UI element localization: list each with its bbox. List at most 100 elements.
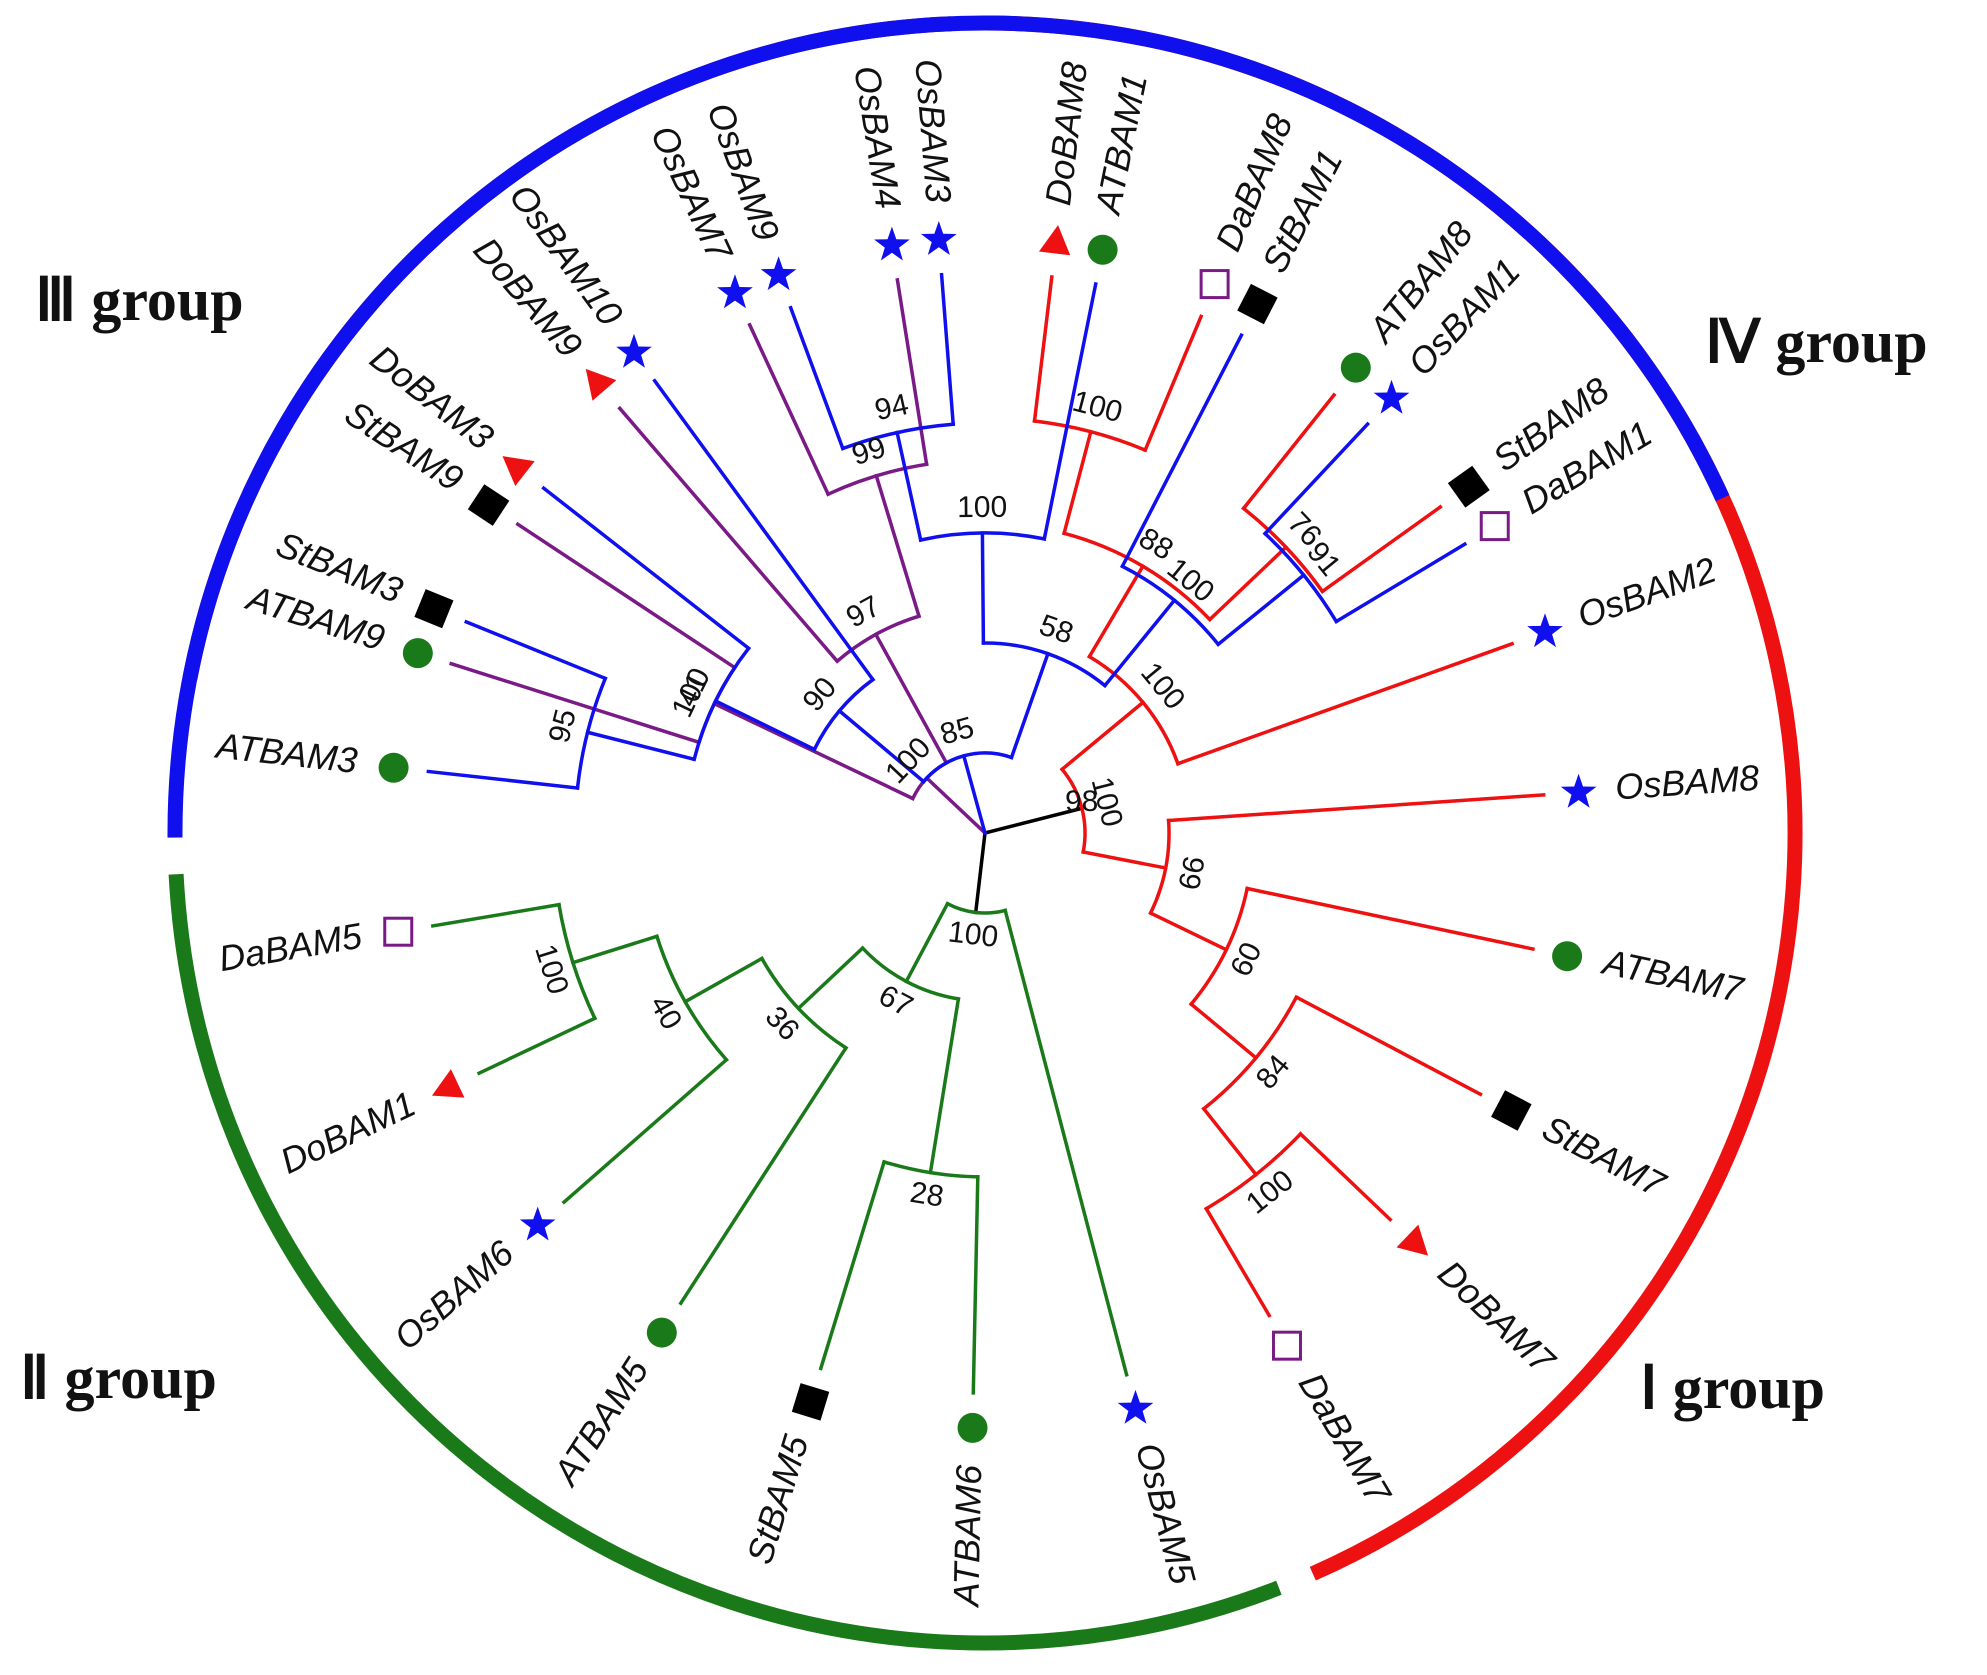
- branch-85: [711, 701, 916, 801]
- marker-open-square-icon: [383, 916, 414, 947]
- marker-circle-icon: [1340, 352, 1371, 383]
- group-label-I: Ⅰ group: [1640, 1355, 1825, 1421]
- marker-square-icon: [1491, 1090, 1532, 1131]
- branch-109: [1175, 641, 1515, 766]
- leaf-label-OsBAM4: OsBAM4: [846, 63, 909, 212]
- group-label-IV: Ⅳ group: [1705, 309, 1928, 375]
- marker-circle-icon: [1552, 941, 1583, 972]
- bootstrap-value: 58: [1035, 609, 1077, 651]
- branch-142: [836, 708, 927, 785]
- leaf-label-OsBAM6: OsBAM6: [386, 1231, 522, 1357]
- tree-branches: [426, 272, 1546, 1395]
- bootstrap-value-root: 98: [1065, 785, 1098, 818]
- leaf-label-DoBAM7: DoBAM7: [1430, 1252, 1564, 1382]
- branch-121: [1298, 1131, 1393, 1222]
- branch-154: [980, 531, 986, 645]
- bootstrap-value: 100: [1134, 656, 1191, 716]
- branch-149: [464, 619, 608, 681]
- branch-163: [1120, 332, 1244, 569]
- branch-95: [895, 277, 929, 467]
- marker-open-square-icon: [1479, 511, 1510, 542]
- marker-star-icon: [519, 1206, 556, 1241]
- branch-arc-145: [692, 645, 752, 762]
- leaf-label-ATBAM6: ATBAM6: [945, 1463, 989, 1608]
- marker-circle-icon: [957, 1412, 988, 1443]
- branch-arc-117: [1201, 994, 1299, 1112]
- branch-arc-135: [654, 934, 729, 1063]
- branch-arc-120: [1203, 1131, 1303, 1212]
- branch-104: [1142, 314, 1204, 453]
- branch-115: [1245, 886, 1535, 952]
- bootstrap-value: 85: [937, 711, 978, 752]
- branch-arc-106: [1241, 505, 1325, 594]
- leaf-label-ATBAM1: ATBAM1: [1086, 70, 1155, 219]
- leaf-label-OsBAM2: OsBAM2: [1572, 549, 1721, 636]
- branch-134: [682, 956, 765, 1005]
- marker-star-icon: [874, 226, 910, 261]
- marker-star-icon: [1117, 1389, 1154, 1424]
- leaf-label-DoBAM1: DoBAM1: [274, 1083, 422, 1182]
- marker-square-icon: [1447, 465, 1490, 508]
- branch-91: [617, 405, 840, 664]
- branch-156: [895, 430, 923, 543]
- group-arc-II: [167, 15, 1730, 838]
- branch-137: [570, 934, 660, 965]
- branch-161: [1102, 597, 1177, 689]
- branch-arc-132: [759, 956, 849, 1051]
- leaf-label-OsBAM8: OsBAM8: [1614, 757, 1761, 808]
- branch-105: [1207, 544, 1289, 622]
- branch-root-I: [973, 831, 987, 915]
- bootstrap-value: 97: [841, 590, 886, 635]
- branch-167: [1333, 541, 1468, 624]
- bootstrap-value: 99: [1171, 853, 1210, 892]
- branch-88: [515, 521, 738, 671]
- branch-101: [1061, 429, 1093, 536]
- bootstrap-value: 90: [796, 671, 843, 718]
- leaf-label-ATBAM5: ATBAM5: [544, 1350, 657, 1493]
- marker-triangle-icon: [585, 368, 617, 401]
- branch-root-IV: [982, 806, 1085, 836]
- branch-arc-128: [881, 1159, 980, 1179]
- marker-star-icon: [616, 333, 652, 368]
- marker-triangle-icon: [1038, 225, 1071, 256]
- group-arcs: [167, 15, 1803, 1651]
- branch-arc-165: [1262, 531, 1339, 624]
- marker-square-icon: [414, 589, 454, 629]
- marker-star-icon: [717, 274, 753, 309]
- marker-star-icon: [1527, 613, 1563, 648]
- branch-136: [561, 1057, 729, 1205]
- bootstrap-value: 94: [872, 388, 912, 427]
- branch-129: [971, 1175, 980, 1395]
- branch-113: [1148, 910, 1229, 953]
- branch-118: [1294, 994, 1483, 1097]
- marker-open-square-icon: [1199, 269, 1230, 300]
- branch-107: [1241, 392, 1337, 511]
- branch-root-II: [961, 753, 988, 836]
- branch-159: [939, 272, 956, 427]
- branch-110: [1081, 849, 1168, 871]
- leaf-label-OsBAM5: OsBAM5: [1128, 1439, 1204, 1590]
- marker-star-icon: [921, 221, 957, 255]
- leaf-label-StBAM5: StBAM5: [739, 1429, 817, 1568]
- species-markers: [378, 221, 1597, 1443]
- branch-arc-123: [945, 901, 1008, 915]
- bootstrap-value: 100: [1161, 552, 1221, 609]
- marker-circle-icon: [1087, 234, 1118, 265]
- bootstrap-value: 88: [1133, 522, 1179, 567]
- branch-arc-138: [556, 902, 598, 1021]
- marker-circle-icon: [378, 752, 409, 783]
- bootstrap-value: 100: [946, 915, 1000, 954]
- branch-root-III: [924, 775, 988, 836]
- branch-arc-96: [1059, 766, 1087, 855]
- branch-arc-143: [812, 677, 876, 752]
- group-label-II: Ⅱ group: [20, 1345, 217, 1411]
- marker-triangle-icon: [1396, 1224, 1429, 1256]
- marker-square-icon: [467, 484, 510, 526]
- bootstrap-value: 100: [957, 491, 1007, 524]
- marker-star-icon: [1560, 773, 1597, 808]
- marker-square-icon: [791, 1383, 830, 1421]
- branch-arc-126: [860, 945, 961, 1001]
- group-arc-I: [168, 873, 1282, 1651]
- branch-130: [818, 1159, 887, 1371]
- branch-97: [1059, 699, 1146, 772]
